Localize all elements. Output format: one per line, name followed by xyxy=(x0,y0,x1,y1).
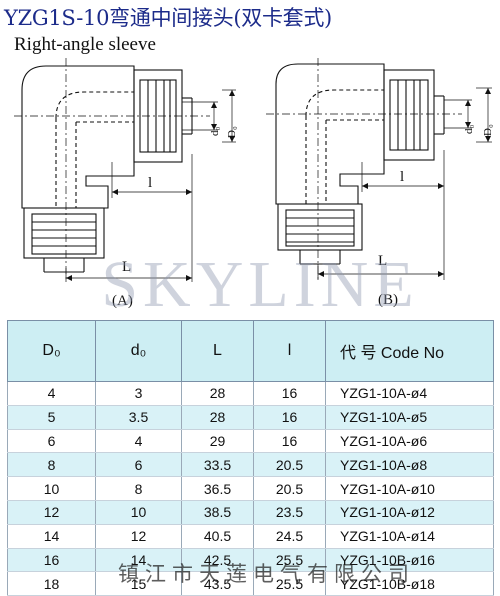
cell-code: YZG1-10A-ø10 xyxy=(325,476,494,501)
cell-d0: 3.5 xyxy=(95,405,182,430)
page-title: YZG1S-10弯通中间接头(双卡套式) xyxy=(4,6,332,30)
skyline-watermark: SKYLINE xyxy=(101,248,419,321)
cell-D0: 5 xyxy=(7,405,96,430)
table-row: 14 12 40.5 24.5 YZG1-10A-ø14 xyxy=(7,524,494,549)
cell-D0: 6 xyxy=(7,429,96,454)
cell-l: 20.5 xyxy=(253,452,326,478)
cell-D0: 10 xyxy=(7,476,96,501)
caption-a: (A) xyxy=(112,293,133,309)
fitting-a-drawing xyxy=(14,58,236,282)
cell-D0: 12 xyxy=(7,500,96,525)
cell-L: 28 xyxy=(181,381,254,406)
spec-table: D₀ d₀ L l 代 号 Code No 4 3 28 16 YZG1-10A… xyxy=(7,320,494,596)
dim-label-L-b: L xyxy=(378,253,388,269)
page-subtitle: Right-angle sleeve xyxy=(14,34,156,55)
dim-label-L-a: L xyxy=(122,259,132,275)
dim-label-D0-b: D₀ xyxy=(482,124,494,136)
table-row: 4 3 28 16 YZG1-10A-ø4 xyxy=(7,381,494,406)
cell-D0: 14 xyxy=(7,524,96,549)
cell-L: 40.5 xyxy=(181,524,254,549)
cell-code: YZG1-10A-ø14 xyxy=(325,524,494,549)
company-watermark: 镇江市天莲电气有限公司 xyxy=(118,562,415,586)
cell-d0: 10 xyxy=(95,500,182,525)
col-header-L: L xyxy=(181,320,254,382)
table-header-row: D₀ d₀ L l 代 号 Code No xyxy=(7,320,494,382)
cell-L: 38.5 xyxy=(181,500,254,525)
cell-L: 42.5 xyxy=(181,548,254,573)
cell-code: YZG1-10A-ø4 xyxy=(325,381,494,406)
cell-l: 25.5 xyxy=(253,548,326,573)
table-row: 12 10 38.5 23.5 YZG1-10A-ø12 xyxy=(7,500,494,525)
cell-d0: 3 xyxy=(95,381,182,406)
dim-label-l-b: l xyxy=(400,169,405,185)
cell-code: YZG1-10B-ø16 xyxy=(325,548,494,573)
table-row: 6 4 29 16 YZG1-10A-ø6 xyxy=(7,429,494,454)
cell-code: YZG1-10A-ø12 xyxy=(325,500,494,525)
cell-L: 36.5 xyxy=(181,476,254,501)
table-row: 10 8 36.5 20.5 YZG1-10A-ø10 xyxy=(7,476,494,501)
cell-code: YZG1-10A-ø8 xyxy=(325,452,494,478)
cell-D0: 16 xyxy=(7,548,96,573)
cell-L: 29 xyxy=(181,429,254,454)
caption-b: (B) xyxy=(378,292,398,308)
cell-l: 23.5 xyxy=(253,500,326,525)
cell-D0: 8 xyxy=(7,452,96,478)
cell-d0: 12 xyxy=(95,524,182,549)
cell-L: 28 xyxy=(181,405,254,430)
fitting-b-drawing xyxy=(266,58,492,280)
table-row: 5 3.5 28 16 YZG1-10A-ø5 xyxy=(7,405,494,430)
cell-d0: 6 xyxy=(95,452,182,478)
dim-label-D0-a: D₀ xyxy=(226,126,238,138)
col-header-D0: D₀ xyxy=(7,320,96,382)
cell-l: 16 xyxy=(253,381,326,406)
cell-L: 33.5 xyxy=(181,452,254,478)
dim-label-l-a: l xyxy=(148,175,153,191)
technical-drawing xyxy=(14,58,492,282)
cell-l: 16 xyxy=(253,405,326,430)
cell-D0: 18 xyxy=(7,571,96,596)
cell-code: YZG1-10A-ø5 xyxy=(325,405,494,430)
cell-d0: 8 xyxy=(95,476,182,501)
dim-label-d0-b: d₀ xyxy=(463,124,475,134)
col-header-l: l xyxy=(253,320,326,382)
cell-l: 16 xyxy=(253,429,326,454)
col-header-d0: d₀ xyxy=(95,320,182,382)
cell-d0: 4 xyxy=(95,429,182,454)
table-row: 8 6 33.5 20.5 YZG1-10A-ø8 xyxy=(7,452,494,478)
col-header-code: 代 号 Code No xyxy=(325,320,494,382)
cell-code: YZG1-10A-ø6 xyxy=(325,429,494,454)
cell-D0: 4 xyxy=(7,381,96,406)
cell-l: 24.5 xyxy=(253,524,326,549)
dim-label-d0-a: d₀ xyxy=(209,126,221,136)
cell-l: 20.5 xyxy=(253,476,326,501)
table-row: 16 14 42.5 25.5 YZG1-10B-ø16 xyxy=(7,548,494,573)
